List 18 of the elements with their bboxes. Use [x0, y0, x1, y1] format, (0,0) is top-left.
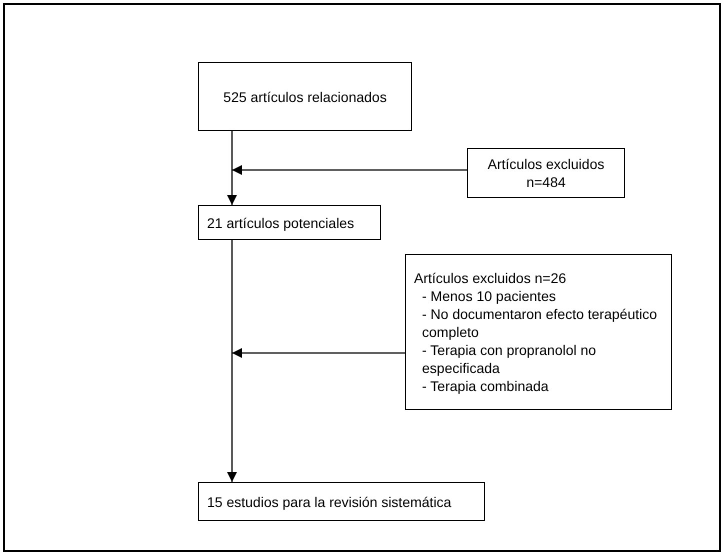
- box-text: 21 artículos potenciales: [207, 214, 354, 232]
- list-item: - Terapia con propranolol no especificada: [421, 341, 598, 377]
- arrow: [227, 240, 237, 482]
- list-item: - Terapia combinada: [421, 377, 549, 395]
- box-text: 15 estudios para la revisión sistemática: [207, 492, 452, 510]
- process-box: [405, 254, 672, 410]
- box-text: Artículos excluidos n=26: [414, 269, 566, 287]
- arrow: [227, 131, 237, 205]
- arrow: [232, 165, 467, 175]
- process-box: [198, 62, 412, 131]
- list-item: - No documentaron efecto terapéutico completo: [421, 305, 658, 341]
- box-text: 525 artículos relacionados: [223, 88, 387, 106]
- process-box: [198, 205, 381, 240]
- process-box: [198, 482, 485, 521]
- arrow: [232, 348, 405, 358]
- list-item: - Menos 10 pacientes: [421, 287, 556, 305]
- process-box: [467, 148, 625, 198]
- box-text: Artículos excluidos n=484: [486, 155, 606, 191]
